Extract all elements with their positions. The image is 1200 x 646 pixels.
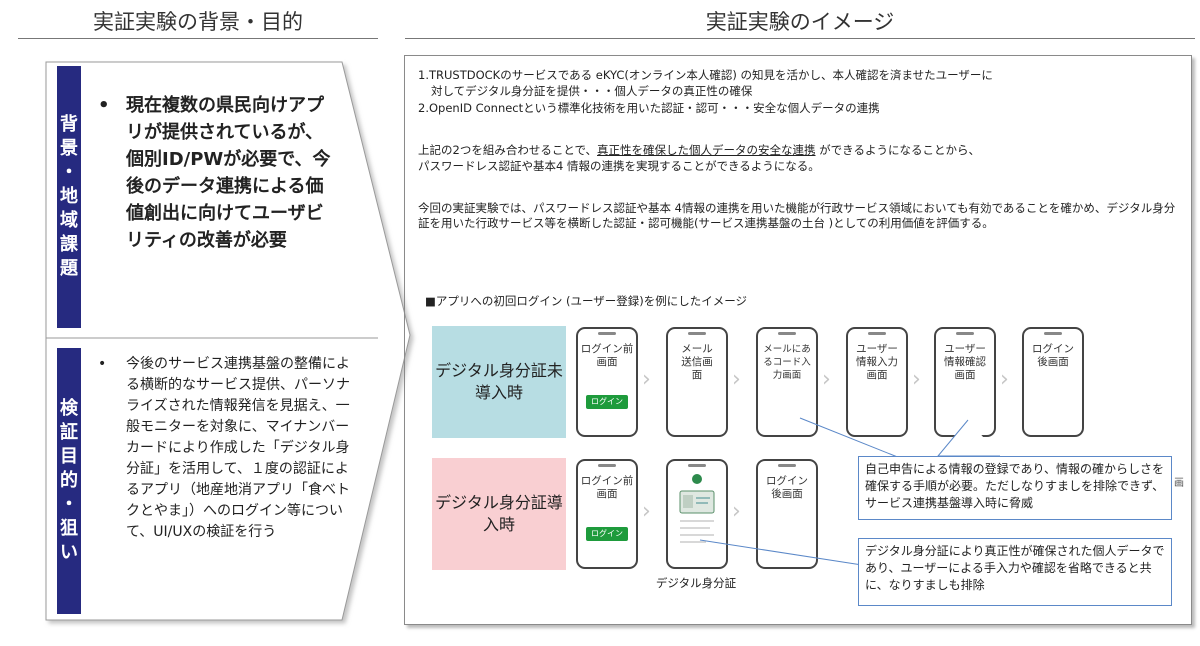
- tab-char: 景: [60, 138, 78, 159]
- screen-label: ユーザー情報入力画面: [856, 343, 898, 381]
- chevron-right-icon: ›: [732, 499, 741, 524]
- tab-char: 域: [60, 210, 78, 231]
- screen-label: メール送信画面: [681, 343, 713, 381]
- tab-char: 的: [60, 470, 78, 491]
- phone-notch: [868, 332, 886, 335]
- row-label-with-digital-id: デジタル身分証導入時: [432, 458, 566, 570]
- tab-verification-purpose: 検 証 目 的 ・ 狙 い: [57, 348, 81, 614]
- right-panel: [404, 55, 1192, 625]
- left-header: 実証実験の背景・目的: [93, 10, 303, 34]
- phone-notch: [778, 464, 796, 467]
- phone-user-info-input: ユーザー情報入力画面: [846, 327, 908, 437]
- screen-label: ログイン前画面: [580, 343, 634, 368]
- purpose-text: 今後のサービス連携基盤の整備による横断的なサービス提供、パーソナライズされた情報…: [126, 356, 350, 540]
- phone-notch: [1044, 332, 1062, 335]
- tab-char: ・: [60, 494, 78, 515]
- screen-label: メールにあるコード入力画面: [763, 344, 811, 381]
- tab-char: 検: [60, 398, 78, 419]
- desc-para2b: パスワードレス認証や基本4 情報の連携を実現することができるようになる。: [418, 159, 820, 173]
- bullet-dot: •: [98, 356, 107, 372]
- phone-notch: [688, 464, 706, 467]
- desc-line1a: 1.TRUSTDOCKのサービスである eKYC(オンライン本人確認) の知見を…: [418, 68, 993, 82]
- phone-notch: [598, 464, 616, 467]
- phone-digital-id: [666, 459, 728, 569]
- left-chevron-panel: [45, 61, 411, 621]
- chevron-right-icon: ›: [642, 367, 651, 392]
- tab-char: 題: [60, 258, 78, 279]
- chevron-right-icon: ›: [732, 367, 741, 392]
- tab-char: 地: [60, 186, 78, 207]
- desc-line1b: 対してデジタル身分証を提供・・・個人データの真正性の確保: [431, 84, 753, 98]
- phone-login-before: ログイン前画面 ログイン: [576, 327, 638, 437]
- para2-post: ができるようになることから、: [815, 143, 980, 157]
- tab-char: 証: [60, 422, 78, 443]
- image-title: ■アプリへの初回ログイン (ユーザー登録)を例にしたイメージ: [425, 294, 748, 308]
- tab-char: ・: [60, 162, 78, 183]
- phone-login-before-2: ログイン前画面 ログイン: [576, 459, 638, 569]
- login-button[interactable]: ログイン: [586, 527, 628, 541]
- callout-digital-id-benefit: デジタル身分証により真正性が確保された個人データであり、ユーザーによる手入力や確…: [858, 538, 1172, 606]
- row-label-without-digital-id: デジタル身分証未導入時: [432, 326, 566, 438]
- chevron-right-icon: ›: [1000, 367, 1009, 392]
- digital-id-caption: デジタル身分証: [655, 576, 737, 590]
- para2-pre: 上記の2つを組み合わせることで、: [418, 143, 598, 157]
- background-bullet: • 現在複数の県民向けアプリが提供されているが、個別ID/PWが必要で、今後のデ…: [98, 92, 335, 254]
- right-header: 実証実験のイメージ: [705, 10, 895, 34]
- phone-notch: [688, 332, 706, 335]
- purpose-bullet: • 今後のサービス連携基盤の整備による横断的なサービス提供、パーソナライズされた…: [98, 354, 360, 543]
- tab-char: 課: [60, 234, 78, 255]
- bullet-dot: •: [98, 95, 110, 116]
- phone-mail-send: メール送信画面: [666, 327, 728, 437]
- tab-background-issue: 背 景 ・ 地 域 課 題: [57, 66, 81, 328]
- chevron-right-icon: ›: [642, 499, 651, 524]
- phone-notch: [956, 332, 974, 335]
- screen-label: ユーザー情報確認画面: [944, 343, 986, 381]
- chevron-right-icon: ›: [822, 367, 831, 392]
- desc-line2: 2.OpenID Connectという標準化技術を用いた認証・認可・・・安全な個…: [418, 101, 880, 115]
- phone-code-input: メールにあるコード入力画面: [756, 327, 818, 437]
- background-text: 現在複数の県民向けアプリが提供されているが、個別ID/PWが必要で、今後のデータ…: [126, 95, 331, 251]
- screen-label: ログイン後画面: [1032, 343, 1074, 368]
- screen-label: ログイン後画面: [766, 475, 808, 500]
- phone-login-after: ログイン後画面: [1022, 327, 1084, 437]
- screen-label: ログイン前画面: [580, 475, 634, 500]
- tab-char: 目: [60, 446, 78, 467]
- login-button[interactable]: ログイン: [586, 395, 628, 409]
- cut-off-text: 画: [1174, 478, 1184, 489]
- callout-self-declared: 自己申告による情報の登録であり、情報の確からしさを確保する手順が必要。ただしなり…: [858, 456, 1172, 520]
- para2-underlined: 真正性を確保した個人データの安全な連携: [597, 143, 816, 157]
- tab-char: 狙: [60, 518, 78, 539]
- tab-char: い: [60, 542, 78, 563]
- phone-notch: [778, 332, 796, 335]
- desc-para3: 今回の実証実験では、パスワードレス認証や基本 4情報の連携を用いた機能が行政サー…: [418, 201, 1176, 230]
- phone-notch: [598, 332, 616, 335]
- desc-para2a: 上記の2つを組み合わせることで、真正性を確保した個人データの安全な連携 ができる…: [418, 143, 980, 158]
- chevron-right-icon: ›: [912, 367, 921, 392]
- left-header-line: [18, 38, 378, 39]
- digital-id-card-icon: [679, 474, 715, 543]
- phone-user-info-confirm: ユーザー情報確認画面: [934, 327, 996, 437]
- right-header-line: [405, 38, 1195, 39]
- tab-char: 背: [60, 114, 78, 135]
